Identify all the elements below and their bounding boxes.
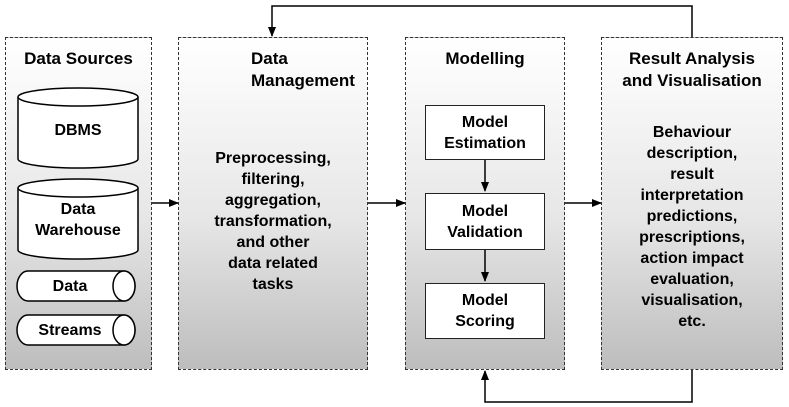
management-body-line: Preprocessing, xyxy=(215,150,331,167)
data-management-title-line2: Management xyxy=(251,71,355,90)
results-body-line: evaluation, xyxy=(650,271,734,288)
management-body-line: and other xyxy=(236,234,310,251)
scoring-line2: Scoring xyxy=(455,313,515,330)
data-warehouse-label: Data Warehouse xyxy=(18,199,138,241)
management-body-line: aggregation, xyxy=(224,192,321,209)
data-sources-title: Data Sources xyxy=(24,49,133,68)
results-body-line: interpretation xyxy=(640,187,744,204)
data-management-panel: Data Management Preprocessing, filtering… xyxy=(178,37,368,370)
feedback-arrow-top xyxy=(268,5,693,37)
dbms-cylinder-icon xyxy=(17,87,139,169)
model-scoring-box: Model Scoring xyxy=(425,283,545,339)
result-analysis-body: Behaviour description, result interpreta… xyxy=(602,122,782,332)
data-stream-label: Data xyxy=(52,278,88,295)
scoring-line1: Model xyxy=(461,292,509,309)
results-body-line: etc. xyxy=(678,313,706,330)
management-body-line: data related xyxy=(228,255,318,272)
result-analysis-title-line2: and Visualisation xyxy=(622,71,762,90)
data-management-body: Preprocessing, filtering, aggregation, t… xyxy=(179,148,367,295)
feedback-arrow-bottom xyxy=(481,370,693,403)
model-estimation-box: Model Estimation xyxy=(425,105,545,160)
streams-label: Streams xyxy=(38,322,102,339)
results-body-line: description, xyxy=(646,145,738,162)
estimation-line1: Model xyxy=(461,113,509,131)
data-warehouse-cylinder-icon xyxy=(17,178,139,260)
results-body-line: Behaviour xyxy=(652,124,732,141)
management-body-line: filtering, xyxy=(241,171,305,188)
management-body-line: transformation, xyxy=(214,213,332,230)
result-analysis-panel: Result Analysis and Visualisation Behavi… xyxy=(601,37,783,370)
warehouse-label-line1: Data xyxy=(60,201,96,218)
result-analysis-title-line1: Result Analysis xyxy=(629,49,755,68)
results-body-line: predictions, xyxy=(646,208,738,225)
results-body-line: action impact xyxy=(640,250,744,267)
data-management-title-line1: Data xyxy=(251,49,288,68)
validation-line1: Model xyxy=(461,202,509,220)
model-validation-box: Model Validation xyxy=(425,193,545,250)
data-stream-pipe-icon xyxy=(16,270,136,302)
validation-line2: Validation xyxy=(447,223,523,241)
results-body-line: prescriptions, xyxy=(639,229,745,246)
warehouse-label-line2: Warehouse xyxy=(35,222,121,239)
results-body-line: result xyxy=(670,166,714,183)
dbms-label: DBMS xyxy=(54,122,102,139)
results-body-line: visualisation, xyxy=(641,292,743,309)
modelling-title: Modelling xyxy=(445,49,525,68)
estimation-line2: Estimation xyxy=(444,134,526,152)
management-body-line: tasks xyxy=(252,276,294,293)
streams-pipe-icon xyxy=(16,314,136,346)
